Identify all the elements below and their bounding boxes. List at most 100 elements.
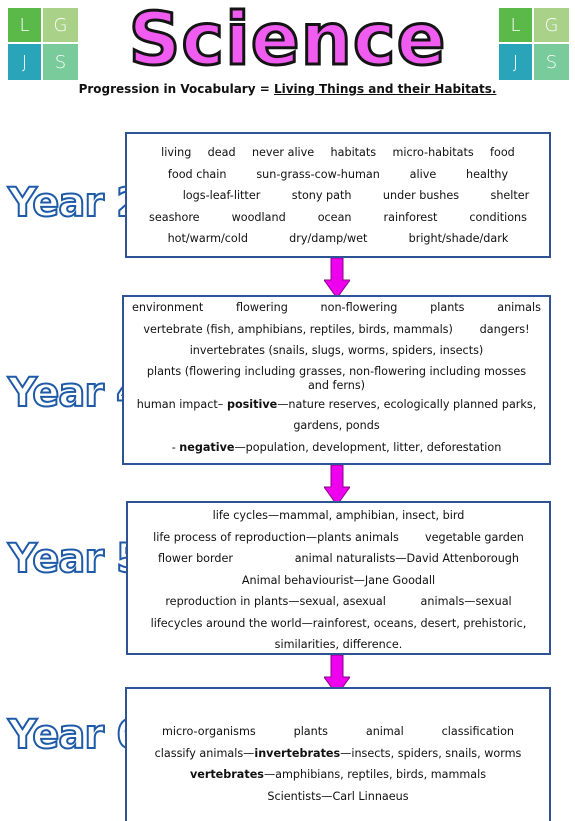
subtitle-topic: Living Things and their Habitats. [273, 82, 497, 96]
year-6-vocab-box: micro-organisms plants animal classifica… [125, 687, 551, 821]
vocab-row: invertebrates (snails, slugs, worms, spi… [124, 340, 549, 362]
vocab-phrase: life cycles—mammal, amphibian, insect, b… [212, 509, 465, 523]
vocab-word: flowering [235, 301, 288, 315]
vocab-word: never alive [251, 146, 315, 160]
vocab-word: animals [497, 301, 541, 315]
vocab-word: living [161, 146, 192, 160]
vocab-word: micro-organisms [161, 725, 256, 739]
year-6-heading: Year 6 [7, 711, 145, 759]
vocab-word: ocean [317, 210, 352, 224]
vocab-phrase: classify animals—invertebrates—insects, … [155, 747, 522, 760]
vocab-row: food chain sun-grass-cow-human alive hea… [127, 164, 549, 186]
vocab-row: environment flowering non-flowering plan… [124, 297, 549, 319]
vocab-row: hot/warm/cold dry/damp/wet bright/shade/… [127, 228, 549, 250]
vocab-row: plants (flowering including grasses, non… [124, 362, 549, 394]
vocab-phrase: similarities, difference. [274, 638, 403, 652]
vocab-row: gardens, ponds [124, 415, 549, 437]
vocab-row: lifecycles around the world—rainforest, … [128, 613, 549, 635]
subtitle-prefix: Progression in Vocabulary = [78, 82, 274, 96]
logo-letter-g: G [534, 8, 569, 44]
vocab-word: bright/shade/dark [408, 232, 509, 246]
logo-letter-l: L [8, 8, 43, 44]
logo-letter-g: G [43, 8, 78, 44]
negative-label: negative [179, 440, 235, 454]
vocab-phrase: - negative—population, development, litt… [172, 441, 502, 454]
vocab-row: micro-organisms plants animal classifica… [127, 721, 549, 743]
vocab-phrase: human impact– positive—nature reserves, … [137, 398, 537, 411]
year-4-heading: Year 4 [7, 369, 145, 417]
vocab-phrase: animal naturalists—David Attenborough [294, 552, 519, 566]
down-arrow-icon [324, 465, 350, 505]
vocab-word: sun-grass-cow-human [256, 167, 380, 181]
human-impact-label: human impact– [136, 397, 227, 411]
year-2-vocab-box: living dead never alive habitats micro-h… [125, 132, 551, 258]
down-arrow-icon [324, 655, 350, 695]
vocab-row: Scientists—Carl Linnaeus [127, 786, 549, 808]
dash-prefix: - [171, 440, 180, 454]
vocab-word: conditions [469, 210, 527, 224]
vocab-row: life cycles—mammal, amphibian, insect, b… [128, 505, 549, 527]
vocab-phrase: lifecycles around the world—rainforest, … [150, 616, 527, 630]
vocab-word: hot/warm/cold [167, 232, 248, 246]
vocab-row: flower border animal naturalists—David A… [128, 548, 549, 570]
negative-detail: —population, development, litter, defore… [234, 440, 502, 454]
year-4-vocab-box: environment flowering non-flowering plan… [122, 295, 551, 465]
logo-letter-s: S [534, 44, 569, 80]
vocab-phrase: plants (flowering including grasses, non… [146, 364, 527, 392]
vocab-phrase: reproduction in plants—sexual, asexual [165, 595, 386, 609]
vocab-word: plants [430, 301, 465, 315]
vocab-word: shelter [490, 189, 530, 203]
vocab-word: seashore [149, 210, 200, 224]
vocab-word: dead [207, 146, 236, 160]
invertebrates-detail: —insects, spiders, snails, worms [340, 746, 522, 760]
vertebrates-detail: —amphibians, reptiles, birds, mammals [263, 768, 487, 782]
positive-label: positive [226, 397, 278, 411]
vocab-phrase: Scientists—Carl Linnaeus [267, 789, 409, 803]
lgjs-logo-left: L G J S [8, 8, 78, 80]
down-arrow-icon [324, 258, 350, 298]
logo-letter-j: J [499, 44, 534, 80]
vocab-phrase: vertebrate (fish, amphibians, reptiles, … [143, 322, 453, 336]
vocab-word: woodland [231, 210, 286, 224]
vocab-word: plants [293, 725, 328, 739]
vocab-phrase: vertebrates—amphibians, reptiles, birds,… [190, 768, 486, 781]
year-2-heading: Year 2 [7, 179, 145, 227]
vocab-word: flower border [158, 552, 234, 566]
vocab-row: living dead never alive habitats micro-h… [127, 142, 549, 164]
page-subtitle: Progression in Vocabulary = Living Thing… [0, 82, 575, 96]
lgjs-logo-right: L G J S [499, 8, 569, 80]
vocab-row: similarities, difference. [128, 634, 549, 656]
vocab-phrase: invertebrates (snails, slugs, worms, spi… [189, 344, 484, 358]
vocab-word: environment [132, 301, 204, 315]
positive-detail: —nature reserves, ecologically planned p… [277, 397, 537, 411]
vocab-word: dry/damp/wet [289, 232, 368, 246]
vocab-phrase: gardens, ponds [293, 419, 380, 433]
vocab-word: micro-habitats [392, 146, 474, 160]
vocab-word: food [490, 146, 515, 160]
year-5-vocab-box: life cycles—mammal, amphibian, insect, b… [126, 501, 551, 655]
year-5-heading: Year 5 [7, 535, 145, 583]
vocab-row: life process of reproduction—plants anim… [128, 527, 549, 549]
vocab-word: non-flowering [320, 301, 398, 315]
vocab-word: healthy [466, 167, 509, 181]
vocab-word: under bushes [382, 189, 460, 203]
vocab-row: Animal behaviourist—Jane Goodall [128, 570, 549, 592]
vocab-word: food chain [167, 167, 227, 181]
vocab-phrase: Animal behaviourist—Jane Goodall [241, 573, 436, 587]
vocab-word: alive [409, 167, 437, 181]
logo-letter-s: S [43, 44, 78, 80]
vocab-word: classification [441, 725, 515, 739]
vocab-row: vertebrate (fish, amphibians, reptiles, … [124, 319, 549, 341]
vocab-row: human impact– positive—nature reserves, … [124, 394, 549, 416]
vocab-row: vertebrates—amphibians, reptiles, birds,… [127, 764, 549, 786]
vertebrates-label: vertebrates [189, 768, 264, 782]
invertebrates-label: invertebrates [254, 746, 341, 760]
logo-letter-l: L [499, 8, 534, 44]
vocab-word: vegetable garden [425, 530, 524, 544]
vocab-word: stony path [291, 189, 352, 203]
vocab-phrase: animals—sexual [420, 595, 512, 609]
vocab-row: seashore woodland ocean rainforest condi… [127, 207, 549, 229]
vocab-row: reproduction in plants—sexual, asexual a… [128, 591, 549, 613]
page-title: Science [127, 0, 447, 83]
vocab-word: animal [365, 725, 404, 739]
